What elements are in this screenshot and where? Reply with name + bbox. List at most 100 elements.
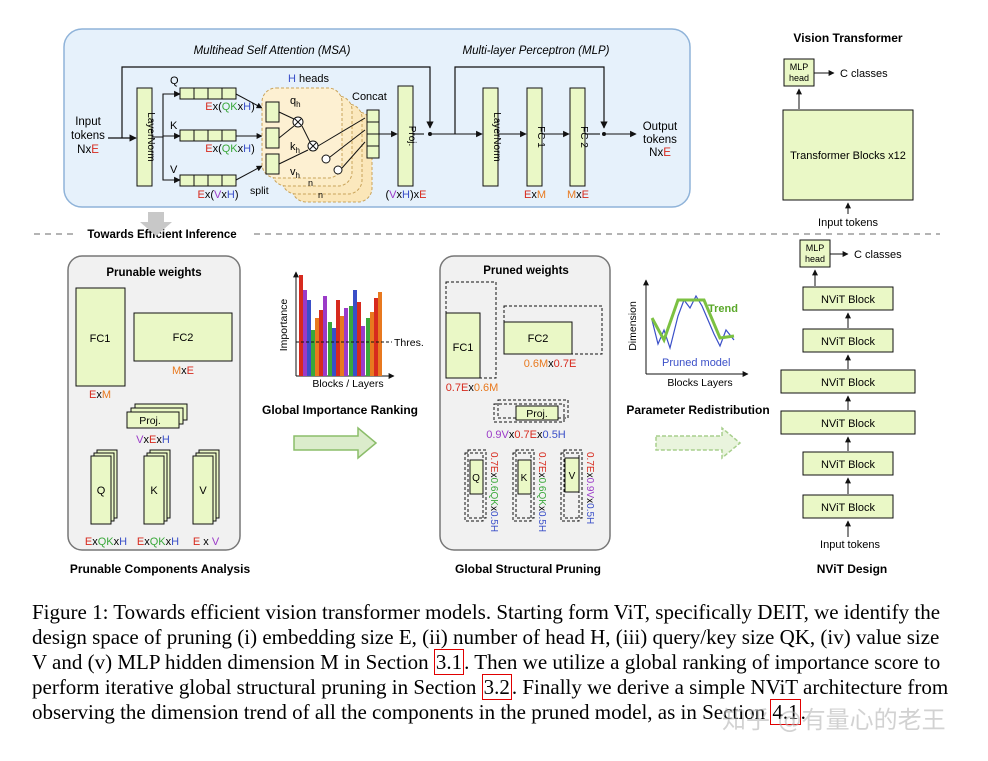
- down-arrow-icon: [140, 212, 172, 236]
- pruned-weights-panel: Pruned weights FC1 0.7Ex0.6M FC2 0.6Mx0.…: [439, 255, 611, 551]
- msa-title: Multihead Self Attention (MSA): [194, 45, 351, 57]
- fc1-box: [526, 87, 543, 187]
- section-ref-4-1[interactable]: 4.1: [770, 699, 801, 725]
- output-tokens-dim: NxE: [649, 147, 671, 159]
- importance-ranking-chart: Importance Thres. Blocks /: [278, 271, 424, 390]
- watermark: 知乎 @有量心的老王: [722, 706, 946, 734]
- prunable-fc1-box: [75, 287, 126, 387]
- pruned-fc2-dim: 0.6Mx0.7E: [524, 358, 577, 370]
- v-label: V: [170, 164, 178, 176]
- nvit-block-label: NViT Block: [821, 418, 876, 430]
- q-label: Q: [170, 75, 179, 87]
- k-split-box: [265, 127, 280, 149]
- vit-input-tokens-label: Input tokens: [818, 217, 878, 229]
- nvit-block-3: [780, 369, 916, 394]
- redistribution-chart: Dimension Trend Pruned model Blocks Laye…: [627, 279, 749, 389]
- nvit-caption: NViT Design: [817, 562, 887, 576]
- q-weight-bar: [179, 87, 237, 100]
- pruned-fc1-label: FC1: [453, 342, 474, 354]
- pruned-caption: Global Structural Pruning: [455, 562, 601, 576]
- prunable-proj-box: [126, 411, 180, 429]
- pruned-fc2-label: FC2: [528, 333, 549, 345]
- kh-label: kh: [290, 141, 300, 155]
- trend-label: Trend: [708, 303, 738, 315]
- pruned-q-stack: [464, 449, 487, 522]
- prunable-v-dim: E x V: [193, 536, 220, 548]
- prunable-fc1-label: FC1: [90, 333, 111, 345]
- input-tokens-dim: NxE: [77, 144, 99, 156]
- vit-title: Vision Transformer: [793, 31, 902, 45]
- importance-bars: [299, 275, 382, 376]
- n-label-1: n: [308, 178, 313, 188]
- output-tokens-label-1: Output: [643, 121, 678, 133]
- prunable-fc2-box: [133, 312, 233, 362]
- pruned-proj-label: Proj.: [526, 408, 548, 420]
- pruned-fc1-box: [445, 312, 481, 379]
- prunable-k-stack: [143, 449, 171, 525]
- mlp-layernorm-box: [482, 87, 499, 187]
- nvit-mlp-head-label-1: MLP: [806, 243, 825, 253]
- pruned-proj-dim: 0.9Vx0.7Ex0.5H: [486, 429, 566, 441]
- qh-label: qh: [290, 95, 301, 109]
- prunable-q-label: Q: [97, 485, 106, 497]
- fc2-label: FC 2: [578, 126, 589, 148]
- nvit-block-2: [802, 328, 894, 353]
- nvit-block-label: NViT Block: [821, 377, 876, 389]
- multiply-icon-4: [333, 165, 343, 175]
- proj-dim-label: (VxH)xE: [386, 189, 427, 201]
- pruned-k-label: K: [521, 473, 528, 484]
- pruned-proj-box: [515, 405, 559, 421]
- caption-text-3: . Finally we derive a simple NViT archit…: [32, 675, 949, 724]
- pruned-k-stack: [512, 449, 535, 522]
- transformer-block-panel: Multihead Self Attention (MSA) Multi-lay…: [63, 28, 691, 208]
- pruned-fc1-dim: 0.7Ex0.6M: [446, 382, 499, 394]
- nvit-design-diagram: MLP head C classes NViT Block NViT Block…: [780, 239, 916, 551]
- input-tokens-label-2: tokens: [71, 130, 105, 142]
- n-label-2: n: [318, 190, 323, 200]
- caption-text-4: .: [800, 700, 806, 724]
- prunable-k-dim: ExQKxH: [137, 536, 179, 548]
- pruned-v-label: V: [569, 471, 576, 482]
- pruned-q-label: Q: [472, 473, 480, 484]
- multiply-icon-3: [321, 154, 331, 164]
- v-weight-bar: [179, 174, 237, 187]
- nvit-block-4: [780, 410, 916, 435]
- q-split-box: [265, 101, 280, 123]
- h-heads-label: H heads: [288, 73, 329, 85]
- prunable-fc2-dim: MxE: [172, 365, 194, 377]
- prunable-q-stack: [90, 449, 118, 525]
- split-label: split: [250, 185, 269, 197]
- prunable-fc2-label: FC2: [173, 332, 194, 344]
- prunable-proj-dim: VxExH: [136, 434, 170, 446]
- prunable-caption: Prunable Components Analysis: [70, 562, 251, 576]
- vit-mlp-head-label-1: MLP: [790, 62, 809, 72]
- section-ref-3-2[interactable]: 3.2: [481, 674, 512, 700]
- dimension-xlabel: Blocks Layers: [667, 377, 732, 389]
- pruned-v-stack: [560, 449, 583, 522]
- concat-box: [366, 109, 380, 159]
- nvit-block-label: NViT Block: [821, 336, 876, 348]
- right-arrow-icon-1: [293, 426, 378, 460]
- vh-label: vh: [290, 166, 300, 180]
- prunable-weights-panel: Prunable weights FC1 ExM FC2 MxE Proj. V…: [67, 255, 241, 551]
- prunable-title: Prunable weights: [106, 267, 201, 279]
- prunable-v-stack: [192, 449, 220, 525]
- vit-mlp-head-label-2: head: [789, 73, 809, 83]
- fc1-dim-label: ExM: [524, 189, 546, 201]
- fc2-dim-label: MxE: [567, 189, 589, 201]
- vit-classes-label: C classes: [840, 68, 888, 80]
- nvit-mlp-head-box: [799, 239, 831, 268]
- nvit-block-5: [802, 451, 894, 476]
- ranking-caption: Global Importance Ranking: [262, 403, 418, 417]
- nvit-block-label: NViT Block: [821, 459, 876, 471]
- prunable-q-dim: ExQKxH: [85, 536, 127, 548]
- k-weight-bar: [179, 129, 237, 142]
- concat-label: Concat: [352, 91, 387, 103]
- fc1-label: FC 1: [535, 126, 546, 148]
- msa-proj-box: [397, 85, 414, 187]
- output-tokens-label-2: tokens: [643, 134, 677, 146]
- pruned-title: Pruned weights: [483, 265, 569, 277]
- msa-layernorm-label: LayerNorm: [145, 112, 156, 161]
- section-ref-3-1[interactable]: 3.1: [433, 649, 465, 675]
- q-dim-label: Ex(QKxH): [205, 101, 255, 113]
